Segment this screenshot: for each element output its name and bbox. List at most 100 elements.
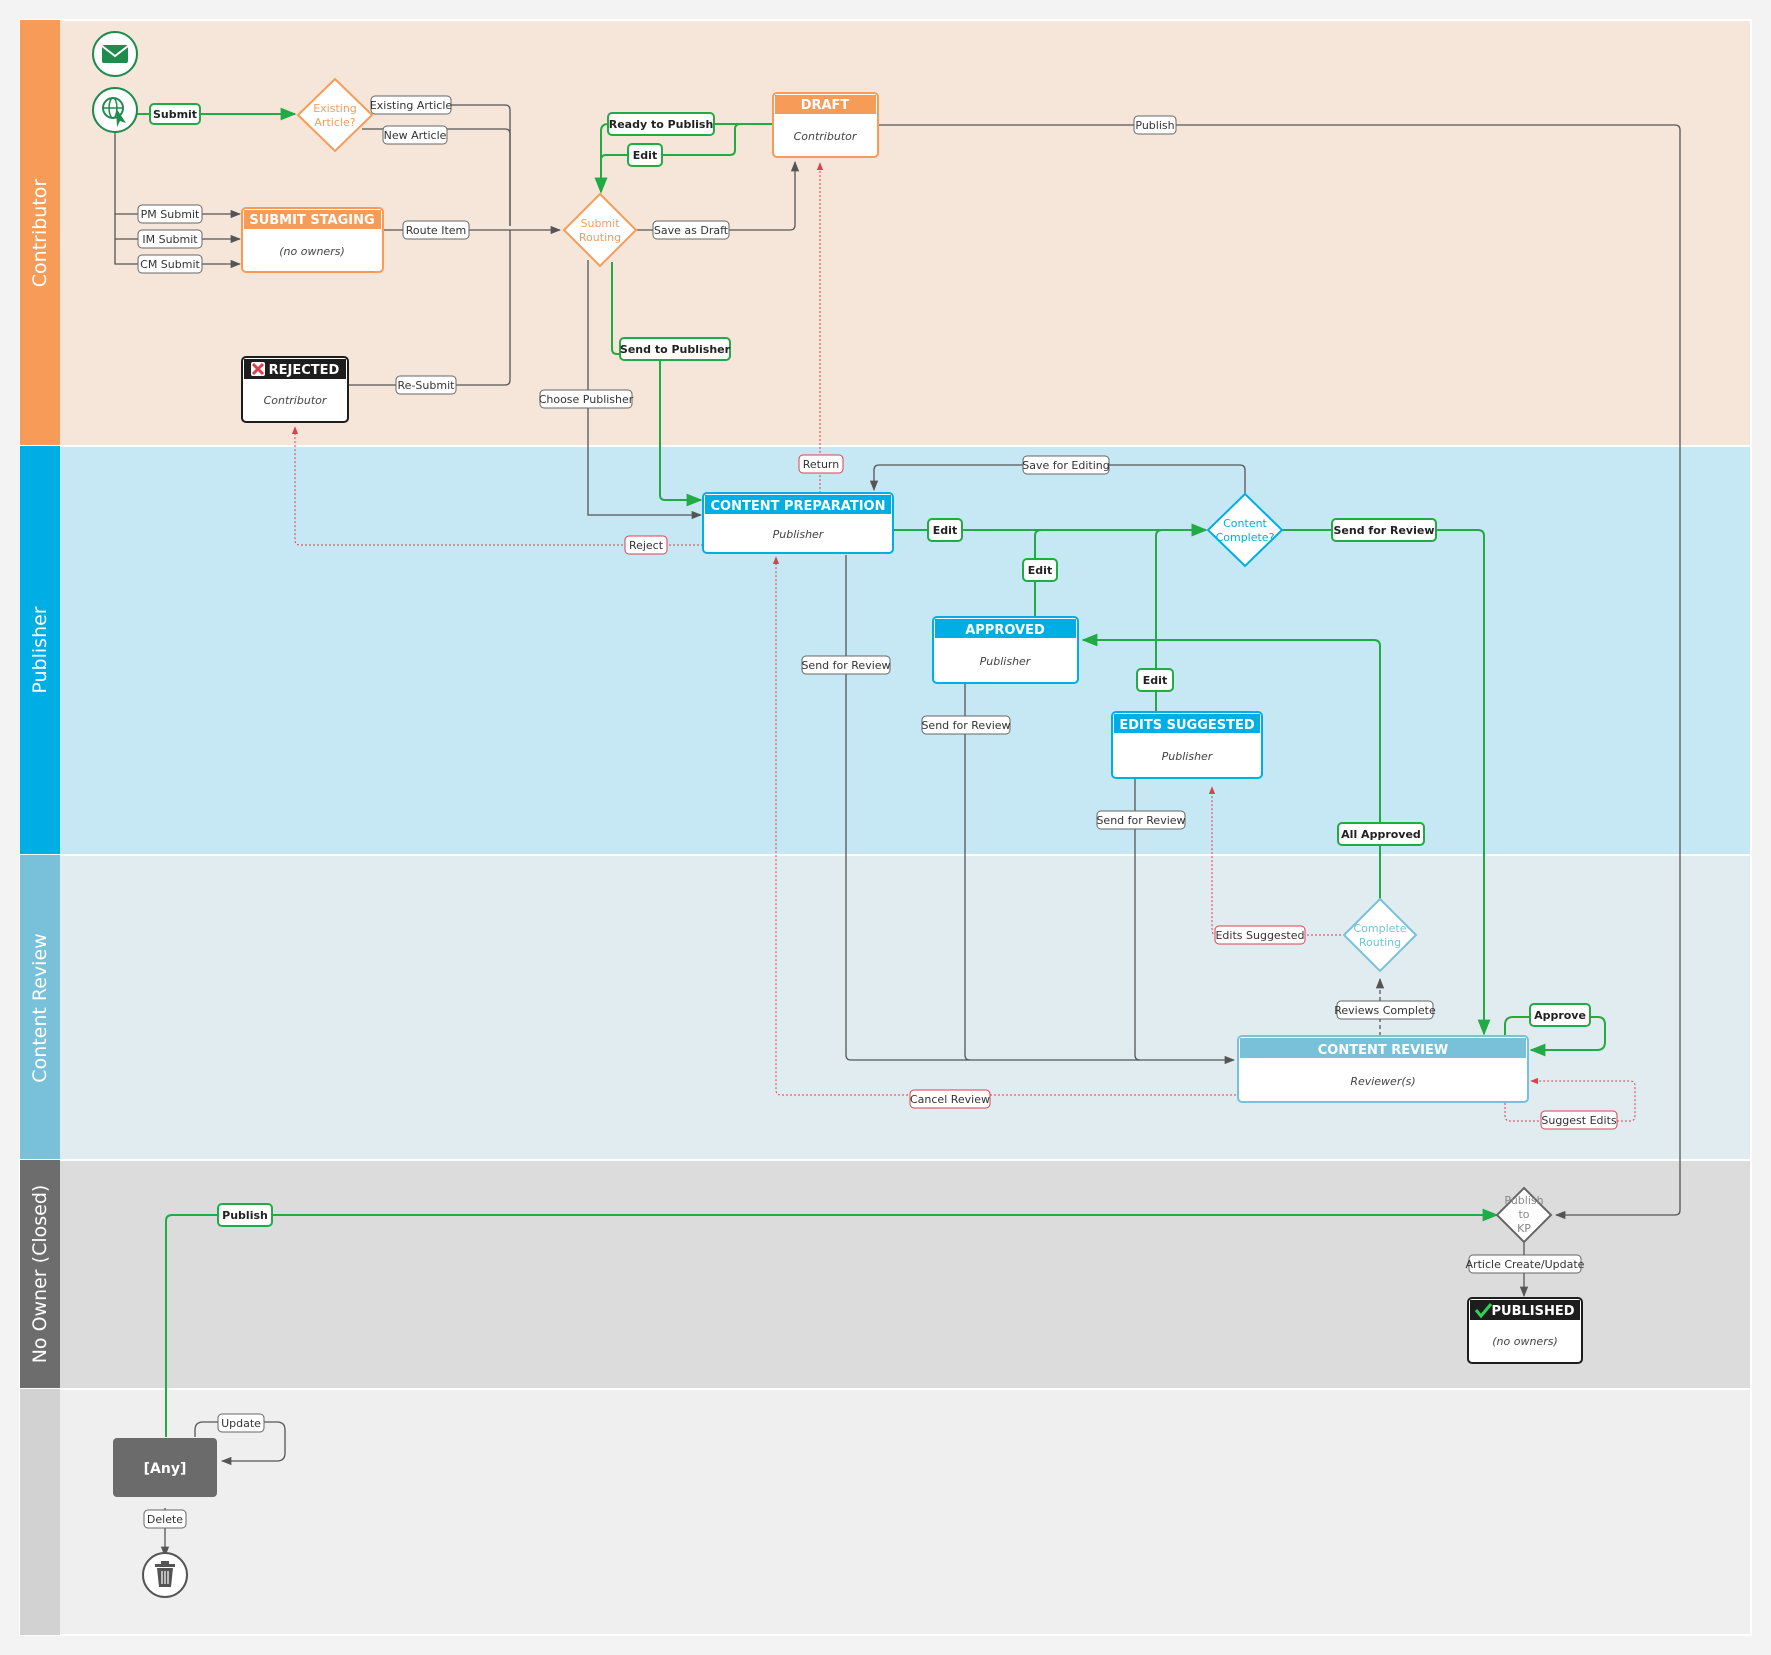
- svg-text:All Approved: All Approved: [1341, 828, 1421, 841]
- svg-text:Publish: Publish: [1135, 119, 1174, 132]
- svg-text:Save as Draft: Save as Draft: [654, 224, 729, 237]
- state-published[interactable]: PUBLISHED (no owners): [1467, 1297, 1583, 1364]
- label-cancel-review[interactable]: Cancel Review: [909, 1089, 991, 1109]
- decision-label: Routing: [579, 231, 621, 244]
- label-re-submit[interactable]: Re-Submit: [395, 375, 457, 395]
- label-submit[interactable]: Submit: [149, 103, 201, 125]
- decision-label: to: [1518, 1208, 1529, 1221]
- decision-label: Submit: [580, 217, 620, 230]
- svg-text:Send for Review: Send for Review: [1096, 814, 1185, 827]
- state-any[interactable]: [Any]: [113, 1438, 217, 1497]
- state-draft[interactable]: DRAFT Contributor: [772, 92, 879, 158]
- label-all-approved[interactable]: All Approved: [1337, 822, 1425, 846]
- lane-label: Contributor: [29, 179, 51, 288]
- state-approved[interactable]: APPROVED Publisher: [932, 616, 1079, 684]
- state-content-review[interactable]: CONTENT REVIEW Reviewer(s): [1237, 1035, 1529, 1103]
- svg-text:Ready to Publish: Ready to Publish: [609, 118, 714, 131]
- label-route-item[interactable]: Route Item: [402, 220, 470, 240]
- svg-text:Cancel Review: Cancel Review: [910, 1093, 990, 1106]
- decision-label: KP: [1517, 1222, 1531, 1235]
- decision-content-complete[interactable]: Content Complete?: [1206, 492, 1284, 568]
- state-title: SUBMIT STAGING: [249, 213, 374, 228]
- svg-text:Reject: Reject: [629, 539, 664, 552]
- svg-text:Edit: Edit: [1028, 564, 1052, 577]
- label-reviews-complete[interactable]: Reviews Complete: [1334, 1000, 1436, 1020]
- svg-text:Reviews Complete: Reviews Complete: [1334, 1004, 1436, 1017]
- transition-labels: Submit Ready to Publish Edit Send to Pub…: [137, 95, 1618, 1529]
- svg-text:PM Submit: PM Submit: [141, 208, 200, 221]
- svg-text:Edit: Edit: [1143, 674, 1167, 687]
- decision-label: Complete: [1353, 922, 1406, 935]
- label-article-create-update[interactable]: Article Create/Update: [1466, 1254, 1585, 1274]
- label-edits-suggested[interactable]: Edits Suggested: [1214, 925, 1306, 945]
- svg-text:Existing Article: Existing Article: [370, 99, 453, 112]
- svg-text:IM Submit: IM Submit: [142, 233, 198, 246]
- label-choose-publisher[interactable]: Choose Publisher: [539, 389, 634, 409]
- decision-label: Article?: [314, 116, 355, 129]
- lane-content-review: Content Review: [19, 854, 1752, 1161]
- svg-text:Edits Suggested: Edits Suggested: [1215, 929, 1304, 942]
- state-rejected[interactable]: REJECTED Contributor: [241, 356, 349, 423]
- label-publish-draft[interactable]: Publish: [1133, 115, 1177, 135]
- state-title: REJECTED: [269, 363, 340, 378]
- label-send-for-review-prep[interactable]: Send for Review: [801, 655, 891, 675]
- label-cm-submit[interactable]: CM Submit: [137, 254, 203, 274]
- decision-label: Complete?: [1216, 531, 1275, 544]
- state-submit-staging[interactable]: SUBMIT STAGING (no owners): [241, 207, 384, 273]
- label-new-article[interactable]: New Article: [382, 125, 448, 145]
- state-title: PUBLISHED: [1491, 1304, 1574, 1319]
- svg-text:Submit: Submit: [153, 108, 197, 121]
- label-edit-suggested[interactable]: Edit: [1136, 668, 1174, 692]
- decision-publish-to-kp[interactable]: Publish to KP: [1495, 1186, 1553, 1244]
- label-send-for-review-main[interactable]: Send for Review: [1331, 518, 1437, 542]
- label-existing-article[interactable]: Existing Article: [370, 95, 453, 115]
- label-edit-approved[interactable]: Edit: [1022, 558, 1058, 582]
- green-check-icon: [1474, 1303, 1493, 1319]
- decision-submit-routing[interactable]: Submit Routing: [562, 192, 638, 268]
- lane-label: Content Review: [29, 933, 51, 1082]
- label-edit-draft[interactable]: Edit: [627, 143, 663, 167]
- decision-label: Content: [1223, 517, 1267, 530]
- label-im-submit[interactable]: IM Submit: [137, 229, 203, 249]
- label-pm-submit[interactable]: PM Submit: [137, 204, 203, 224]
- svg-text:Approve: Approve: [1534, 1009, 1586, 1022]
- label-delete[interactable]: Delete: [143, 1509, 187, 1529]
- svg-text:Route Item: Route Item: [406, 224, 466, 237]
- svg-text:Choose Publisher: Choose Publisher: [539, 393, 634, 406]
- state-owner: Contributor: [264, 394, 328, 407]
- svg-text:Re-Submit: Re-Submit: [398, 379, 456, 392]
- label-edit-prep[interactable]: Edit: [927, 518, 963, 542]
- label-reject[interactable]: Reject: [624, 535, 668, 555]
- svg-text:Save for Editing: Save for Editing: [1022, 459, 1109, 472]
- decision-complete-routing[interactable]: Complete Routing: [1342, 897, 1418, 973]
- lane-label: No Owner (Closed): [29, 1185, 51, 1364]
- state-edits-suggested[interactable]: EDITS SUGGESTED Publisher: [1111, 711, 1263, 779]
- label-save-as-draft[interactable]: Save as Draft: [652, 220, 730, 240]
- label-send-to-publisher[interactable]: Send to Publisher: [619, 337, 731, 361]
- label-send-for-review-approved[interactable]: Send for Review: [921, 715, 1011, 735]
- envelope-icon[interactable]: [92, 31, 138, 77]
- svg-text:Delete: Delete: [147, 1513, 183, 1526]
- label-send-for-review-edits[interactable]: Send for Review: [1096, 810, 1186, 830]
- lane-label: Publisher: [29, 606, 51, 693]
- label-save-for-editing[interactable]: Save for Editing: [1022, 455, 1110, 475]
- decision-existing-article[interactable]: Existing Article?: [296, 77, 374, 153]
- label-suggest-edits[interactable]: Suggest Edits: [1540, 1110, 1618, 1130]
- label-return[interactable]: Return: [798, 454, 844, 474]
- svg-text:Send to Publisher: Send to Publisher: [620, 343, 731, 356]
- label-approve[interactable]: Approve: [1529, 1003, 1591, 1027]
- svg-text:Suggest Edits: Suggest Edits: [1541, 1114, 1617, 1127]
- decision-label: Routing: [1359, 936, 1401, 949]
- lane-any: [19, 1388, 1752, 1636]
- globe-cursor-icon[interactable]: [92, 87, 138, 133]
- svg-text:CM Submit: CM Submit: [140, 258, 200, 271]
- state-title: EDITS SUGGESTED: [1119, 718, 1255, 733]
- svg-text:Send for Review: Send for Review: [921, 719, 1010, 732]
- label-update[interactable]: Update: [217, 1413, 265, 1433]
- label-publish-any[interactable]: Publish: [217, 1203, 273, 1227]
- svg-text:Update: Update: [221, 1417, 261, 1430]
- trash-icon[interactable]: [142, 1552, 188, 1598]
- label-ready-to-publish[interactable]: Ready to Publish: [607, 112, 715, 136]
- svg-text:Return: Return: [803, 458, 840, 471]
- state-content-preparation[interactable]: CONTENT PREPARATION Publisher: [702, 492, 894, 554]
